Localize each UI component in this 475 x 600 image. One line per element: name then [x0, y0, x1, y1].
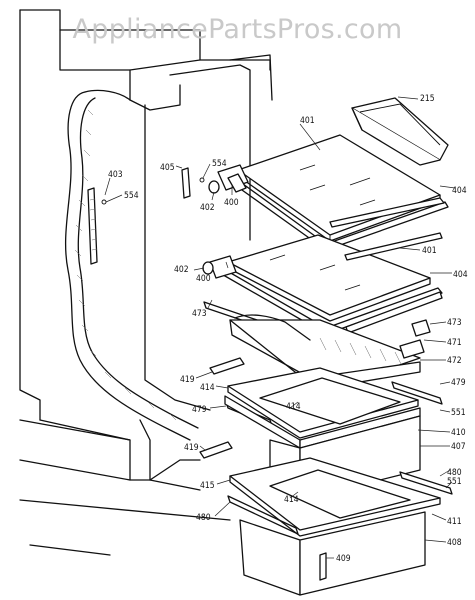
callout-404-top: 404	[452, 186, 467, 196]
callout-551-upper: 551	[451, 408, 466, 418]
callout-471: 471	[447, 338, 462, 348]
callout-401-middle: 401	[422, 246, 437, 256]
callout-419-upper: 419	[180, 375, 195, 385]
callout-415: 415	[200, 481, 215, 491]
callout-401-top: 401	[300, 116, 315, 126]
callout-402-middle: 402	[174, 265, 189, 275]
callout-479-right: 479	[451, 378, 466, 388]
callout-403: 403	[108, 170, 123, 180]
callout-472: 472	[447, 356, 462, 366]
shelf-support-403	[87, 187, 107, 265]
callout-551-lower: 551	[447, 477, 462, 487]
callout-408: 408	[447, 538, 462, 548]
callout-215: 215	[420, 94, 435, 104]
drawer-lower	[229, 457, 441, 596]
crisper-pan-215	[351, 97, 449, 166]
callout-411: 411	[447, 517, 462, 527]
callout-402-top: 402	[200, 203, 215, 213]
callout-473-left: 473	[192, 309, 207, 319]
callout-554-upper: 554	[212, 159, 227, 169]
glass-shelf-top	[208, 134, 449, 251]
callout-400-top: 400	[224, 198, 239, 208]
leader-lines	[104, 96, 456, 559]
callout-414-left: 414	[200, 383, 215, 393]
callout-410: 410	[451, 428, 466, 438]
callout-404-middle: 404	[453, 270, 468, 280]
cabinet-liner	[19, 9, 273, 556]
callout-480-left: 480	[196, 513, 211, 523]
callout-554-lower: 554	[124, 191, 139, 201]
callout-labels: 215 401 404 405 554 402 400 403 554 401 …	[108, 94, 468, 564]
callout-405: 405	[160, 163, 175, 173]
callout-400-middle: 400	[196, 274, 211, 284]
shelf-support-405	[181, 167, 205, 199]
callout-414-center: 414	[286, 402, 301, 412]
callout-473-right: 473	[447, 318, 462, 328]
callout-414-lower: 414	[284, 495, 299, 505]
callout-480-right: 480	[447, 468, 462, 478]
callout-409: 409	[336, 554, 351, 564]
callout-479-left: 479	[192, 405, 207, 415]
callout-419-lower: 419	[184, 443, 199, 453]
callout-407: 407	[451, 442, 466, 452]
